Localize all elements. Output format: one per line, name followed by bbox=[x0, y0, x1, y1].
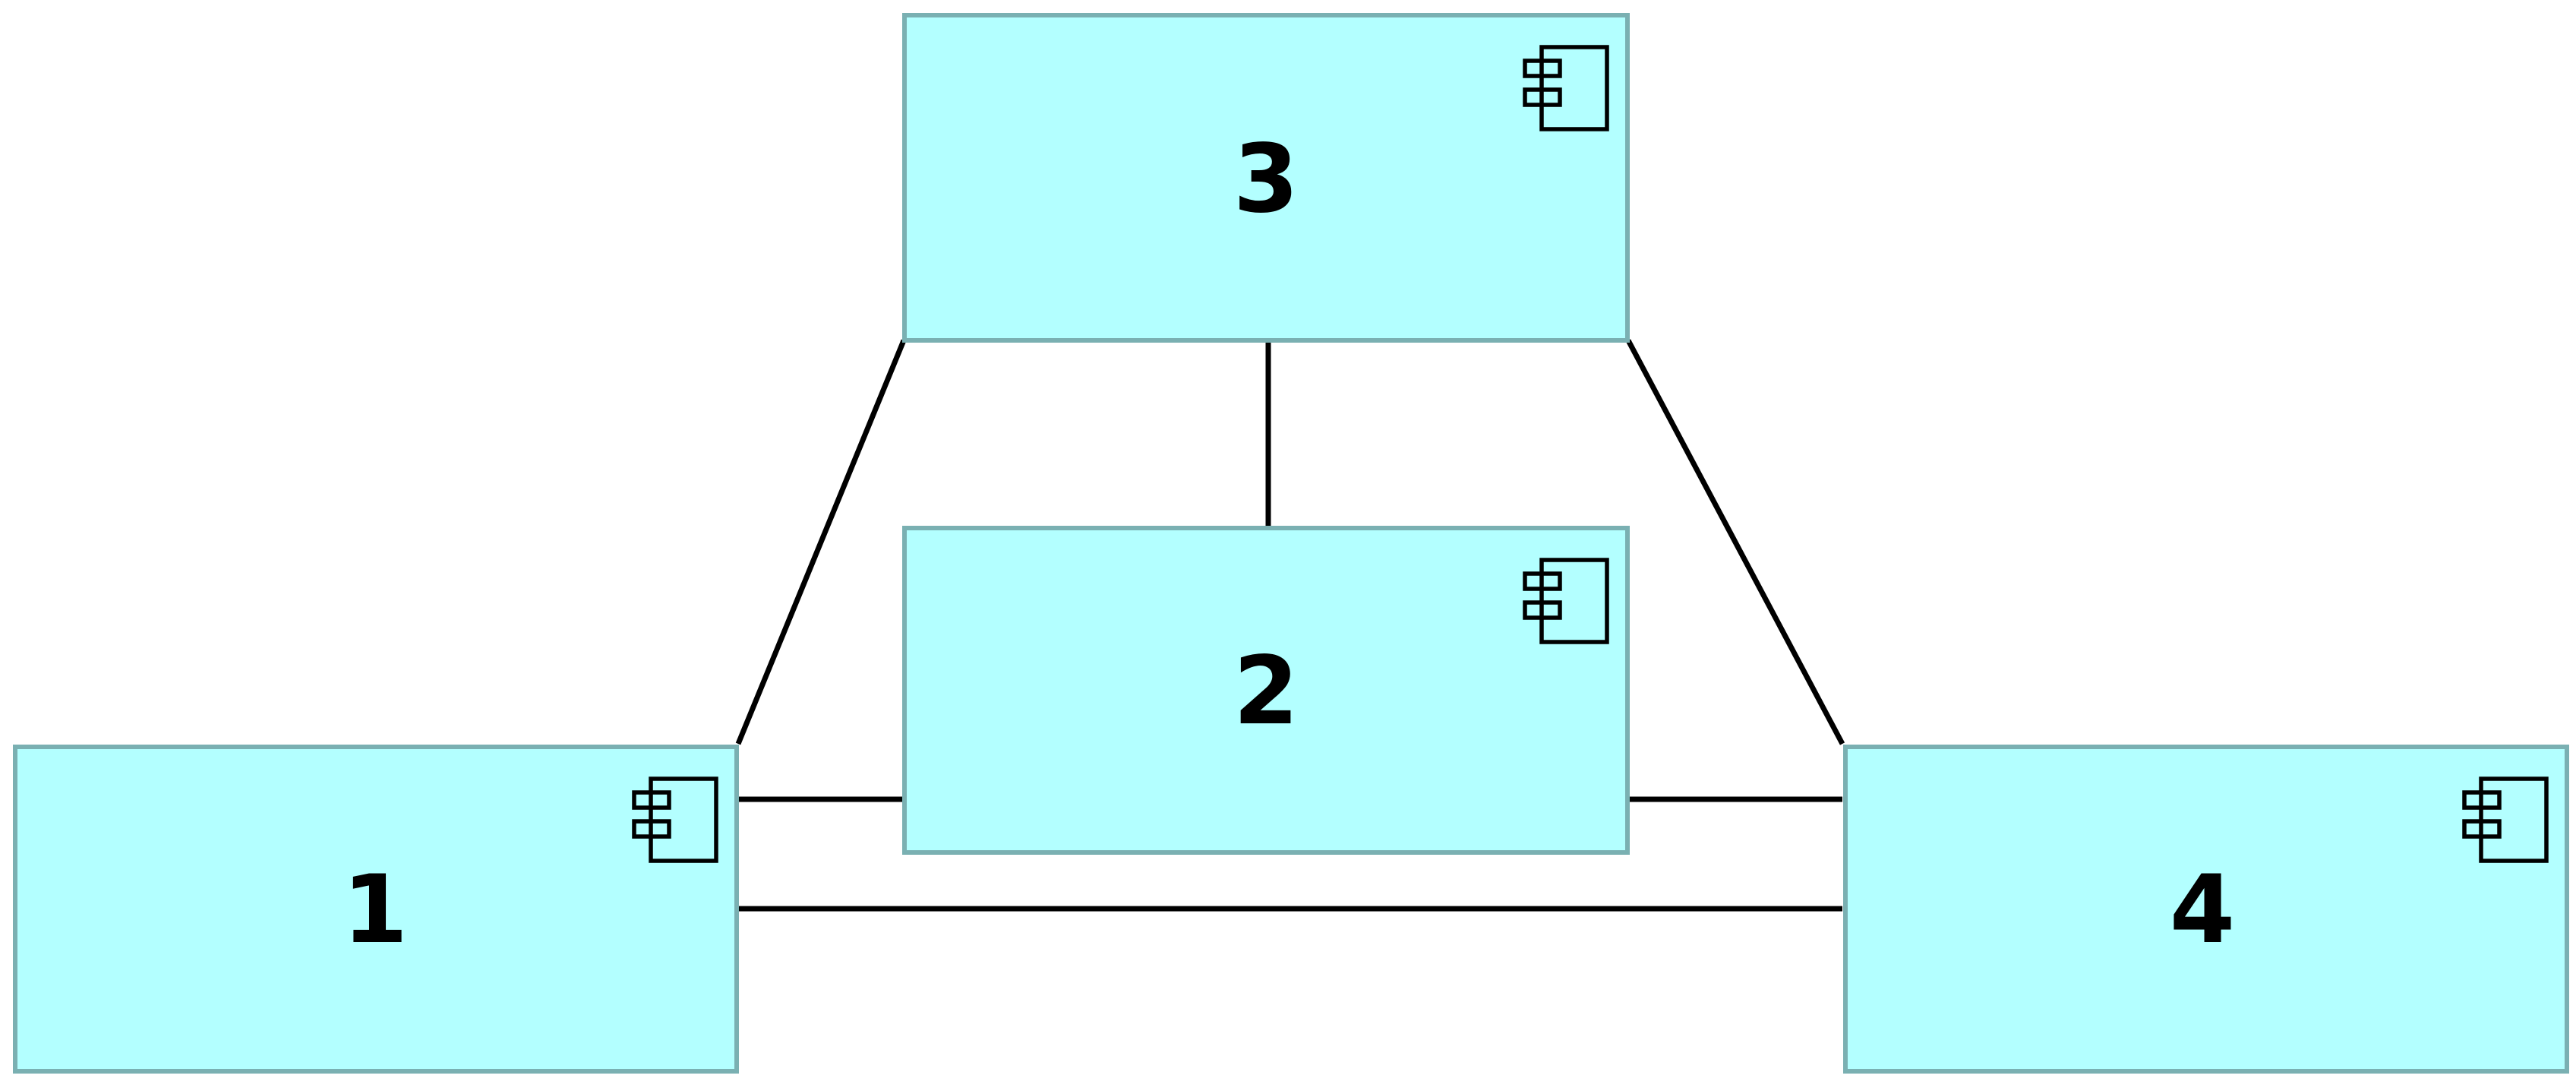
connector-3-4 bbox=[1625, 339, 1845, 745]
connectors bbox=[735, 339, 1845, 912]
component-box bbox=[13, 745, 739, 1074]
component-box bbox=[1843, 745, 2569, 1074]
component-box bbox=[902, 526, 1630, 855]
uml-component-icon bbox=[1523, 45, 1609, 131]
component-label: 1 bbox=[343, 856, 408, 965]
component-node-4[interactable]: 4 bbox=[1843, 745, 2569, 1074]
component-node-1[interactable]: 1 bbox=[13, 745, 739, 1074]
uml-component-icon bbox=[1523, 558, 1609, 644]
uml-component-icon bbox=[2462, 776, 2549, 863]
component-label: 4 bbox=[2170, 856, 2235, 965]
component-node-2[interactable]: 2 bbox=[902, 526, 1630, 855]
component-node-3[interactable]: 3 bbox=[902, 13, 1630, 343]
connector-3-1 bbox=[735, 339, 907, 745]
component-box bbox=[902, 13, 1630, 343]
uml-component-icon bbox=[632, 776, 718, 863]
component-label: 3 bbox=[1233, 125, 1299, 234]
component-label: 2 bbox=[1233, 637, 1299, 746]
